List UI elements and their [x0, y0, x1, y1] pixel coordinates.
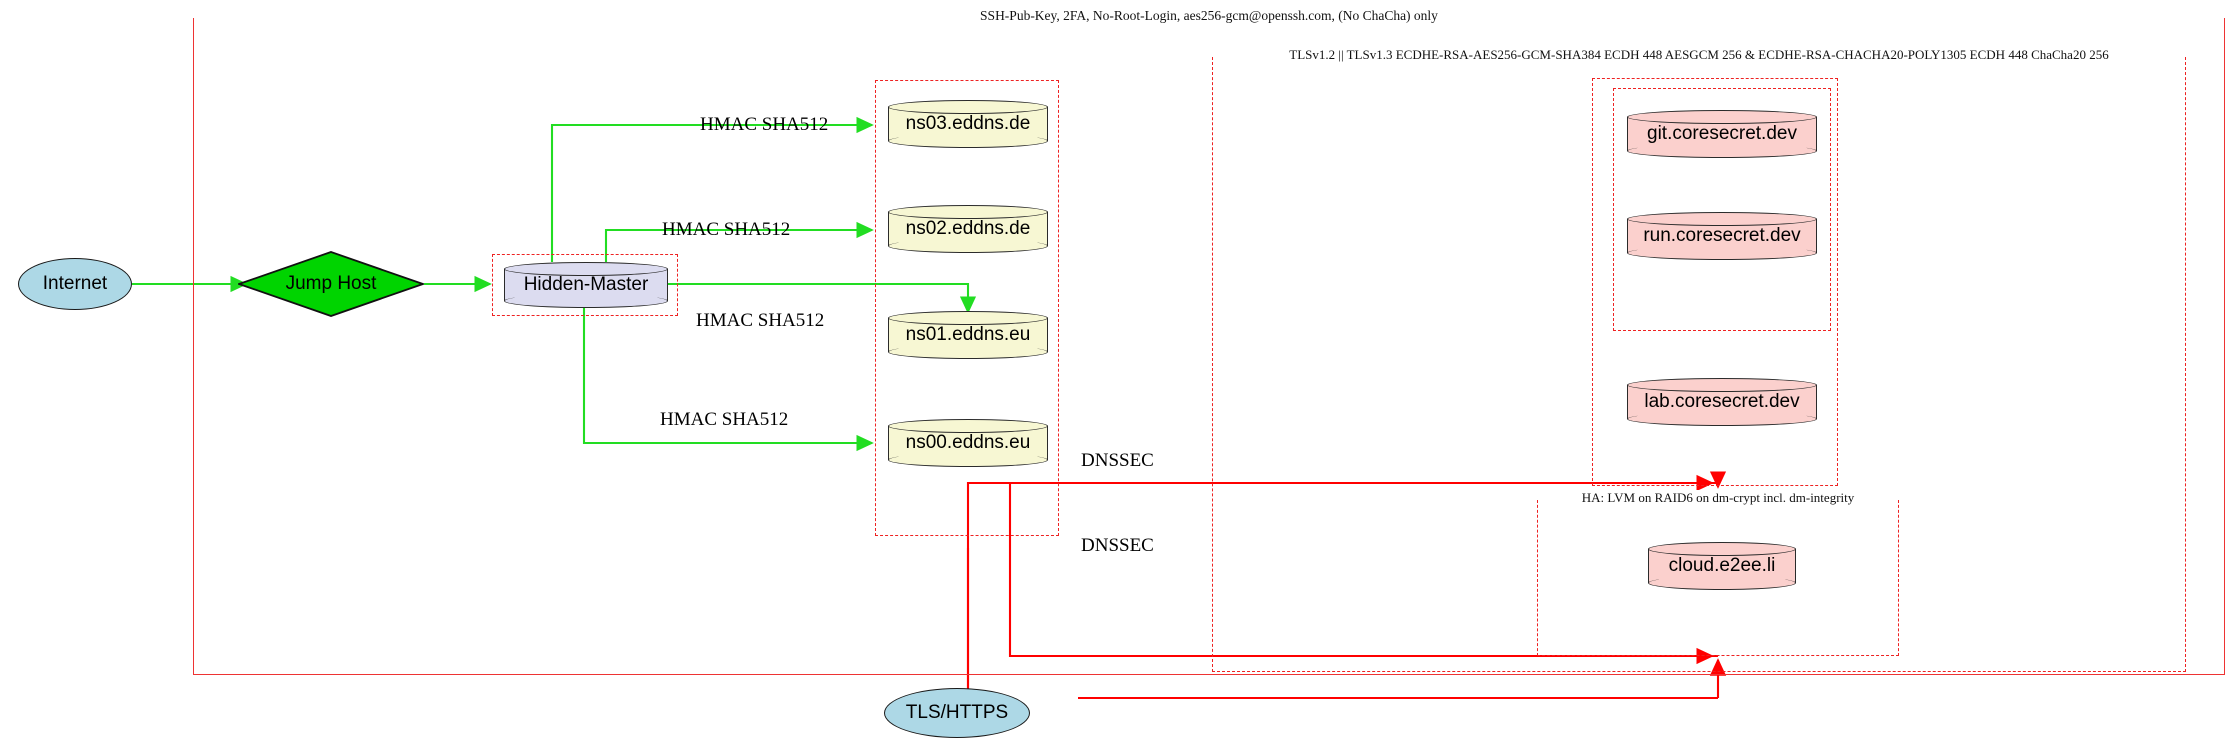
cyl-bottom [888, 239, 1048, 253]
cluster-dns-secondaries [875, 80, 1059, 536]
edge-label-hmac-ns03: HMAC SHA512 [700, 114, 829, 135]
edge-label-dnssec-upper: DNSSEC [1081, 450, 1154, 471]
node-ns00[interactable]: ns00.eddns.eu [888, 419, 1048, 467]
node-ns03-label: ns03.eddns.de [905, 113, 1031, 134]
node-ns02[interactable]: ns02.eddns.de [888, 205, 1048, 253]
cyl-top [888, 419, 1048, 433]
node-ns01-label: ns01.eddns.eu [905, 324, 1031, 345]
edge-label-hmac-ns02: HMAC SHA512 [662, 219, 791, 240]
cyl-top [504, 262, 668, 276]
node-lab-coresecret[interactable]: lab.coresecret.dev [1627, 378, 1817, 426]
cluster-ssh-policy-frame: SSH-Pub-Key, 2FA, No-Root-Login, aes256-… [193, 8, 2225, 675]
node-cloud-e2ee-label: cloud.e2ee.li [1668, 555, 1776, 576]
cyl-top [1627, 378, 1817, 392]
cyl-top [888, 100, 1048, 114]
node-cloud-e2ee[interactable]: cloud.e2ee.li [1648, 542, 1796, 590]
cyl-bottom [504, 294, 668, 308]
node-lab-coresecret-label: lab.coresecret.dev [1644, 391, 1800, 412]
node-git-coresecret-label: git.coresecret.dev [1647, 123, 1797, 144]
node-jump-host[interactable]: Jump Host [236, 251, 426, 317]
node-hidden-master-label: Hidden-Master [523, 274, 649, 295]
cluster-coresecret-outer [1592, 78, 1838, 486]
node-run-coresecret-label: run.coresecret.dev [1643, 225, 1801, 246]
cyl-top [888, 311, 1048, 325]
node-internet-label: Internet [42, 273, 108, 294]
node-tls-https[interactable]: TLS/HTTPS [884, 688, 1030, 738]
cluster-hidden-master [492, 254, 678, 316]
node-run-coresecret[interactable]: run.coresecret.dev [1627, 212, 1817, 260]
edge-label-hmac-ns00: HMAC SHA512 [660, 409, 789, 430]
cluster-label-ha-storage: HA: LVM on RAID6 on dm-crypt incl. dm-in… [1538, 490, 1898, 506]
node-ns01[interactable]: ns01.eddns.eu [888, 311, 1048, 359]
cyl-top [1627, 212, 1817, 226]
cyl-bottom [1627, 144, 1817, 158]
cyl-bottom [888, 453, 1048, 467]
edge-label-dnssec-lower: DNSSEC [1081, 535, 1154, 556]
cluster-ha-storage: HA: LVM on RAID6 on dm-crypt incl. dm-in… [1537, 490, 1899, 656]
diamond-shape [236, 251, 426, 317]
cyl-bottom [888, 134, 1048, 148]
node-ns00-label: ns00.eddns.eu [905, 432, 1031, 453]
cyl-top [1627, 110, 1817, 124]
cyl-top [888, 205, 1048, 219]
cyl-top [1648, 542, 1796, 556]
cluster-coresecret-inner [1613, 88, 1831, 331]
node-ns02-label: ns02.eddns.de [905, 218, 1031, 239]
node-jump-host-label: Jump Host [285, 273, 377, 294]
cyl-bottom [888, 345, 1048, 359]
node-git-coresecret[interactable]: git.coresecret.dev [1627, 110, 1817, 158]
node-tls-https-label: TLS/HTTPS [905, 702, 1009, 723]
edge-label-hmac-ns01: HMAC SHA512 [696, 310, 825, 331]
cyl-bottom [1627, 412, 1817, 426]
cluster-label-ssh-policy: SSH-Pub-Key, 2FA, No-Root-Login, aes256-… [194, 8, 2224, 24]
node-internet[interactable]: Internet [18, 258, 132, 310]
cyl-bottom [1627, 246, 1817, 260]
cluster-tls-policy: TLSv1.2 || TLSv1.3 ECDHE-RSA-AES256-GCM-… [1212, 47, 2186, 672]
cluster-label-tls-policy: TLSv1.2 || TLSv1.3 ECDHE-RSA-AES256-GCM-… [1213, 47, 2185, 63]
node-hidden-master[interactable]: Hidden-Master [504, 262, 668, 308]
cyl-bottom [1648, 576, 1796, 590]
node-ns03[interactable]: ns03.eddns.de [888, 100, 1048, 148]
